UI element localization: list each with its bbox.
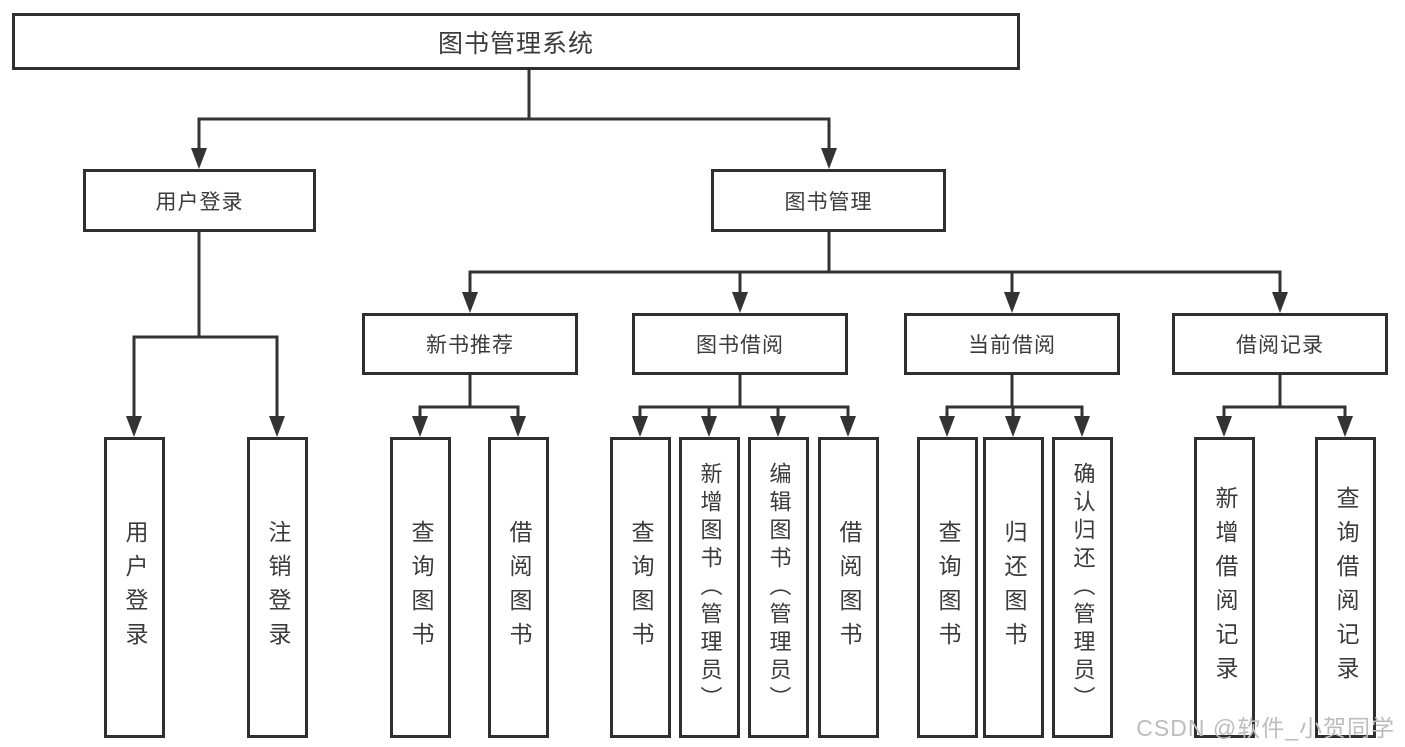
node-label: 注销登录: [265, 519, 291, 656]
node-leaf-borrow-books-1: 借阅图书: [488, 437, 549, 738]
edge-borrow-records-children: [1216, 375, 1353, 437]
node-borrow-records: 借阅记录: [1172, 313, 1388, 375]
arrowhead-down-icon: [126, 416, 142, 437]
node-label: 图书管理系统: [437, 29, 594, 58]
node-leaf-query-borrow-record: 查询借阅记录: [1315, 437, 1376, 738]
node-label: 新增借阅记录: [1212, 485, 1238, 690]
node-label: 新增图书（管理员）: [697, 461, 723, 714]
node-label: 借阅图书: [836, 519, 862, 656]
node-root: 图书管理系统: [12, 13, 1020, 70]
node-label: 查询借阅记录: [1333, 485, 1359, 690]
edge-current-borrow-children: [939, 375, 1090, 437]
node-label: 确认归还（管理员）: [1070, 461, 1096, 714]
node-label: 新书推荐: [426, 334, 514, 357]
arrowhead-down-icon: [510, 416, 526, 437]
node-book-management: 图书管理: [711, 169, 946, 232]
node-user-login: 用户登录: [83, 169, 316, 232]
arrowhead-down-icon: [269, 416, 285, 437]
edge-book-management-children: [462, 232, 1288, 313]
arrowhead-down-icon: [1272, 292, 1288, 313]
node-leaf-borrow-books-2: 借阅图书: [818, 437, 879, 738]
node-label: 查询图书: [408, 519, 434, 656]
arrowhead-down-icon: [191, 148, 207, 169]
node-leaf-edit-book-admin: 编辑图书（管理员）: [748, 437, 809, 738]
arrowhead-down-icon: [412, 416, 428, 437]
arrowhead-down-icon: [1074, 416, 1090, 437]
arrowhead-down-icon: [732, 292, 748, 313]
node-leaf-logout: 注销登录: [247, 437, 308, 738]
node-label: 用户登录: [122, 519, 148, 656]
node-leaf-add-borrow-record: 新增借阅记录: [1194, 437, 1255, 738]
node-leaf-query-books-3: 查询图书: [917, 437, 978, 738]
node-label: 用户登录: [155, 190, 244, 214]
node-label: 归还图书: [1001, 519, 1027, 656]
arrowhead-down-icon: [1216, 416, 1232, 437]
node-label: 查询图书: [935, 519, 961, 656]
arrowhead-down-icon: [462, 292, 478, 313]
node-leaf-query-books-2: 查询图书: [610, 437, 671, 738]
node-label: 图书管理: [784, 190, 873, 214]
node-label: 编辑图书（管理员）: [766, 461, 792, 714]
node-current-borrow: 当前借阅: [904, 313, 1120, 375]
arrowhead-down-icon: [1005, 416, 1021, 437]
node-label: 借阅图书: [506, 519, 532, 656]
node-new-book-recommend: 新书推荐: [362, 313, 578, 375]
arrowhead-down-icon: [770, 416, 786, 437]
node-leaf-return-book: 归还图书: [983, 437, 1044, 738]
edge-new-book-recommend-children: [412, 375, 526, 437]
node-label: 图书借阅: [696, 334, 784, 357]
arrowhead-down-icon: [1004, 292, 1020, 313]
node-leaf-confirm-return-admin: 确认归还（管理员）: [1052, 437, 1113, 738]
csdn-watermark: CSDN @软件_小贺同学: [1136, 715, 1395, 741]
node-leaf-add-book-admin: 新增图书（管理员）: [679, 437, 740, 738]
edge-user-login-children: [126, 232, 285, 437]
node-label: 当前借阅: [968, 334, 1056, 357]
node-label: 查询图书: [628, 519, 654, 656]
arrowhead-down-icon: [840, 416, 856, 437]
arrowhead-down-icon: [632, 416, 648, 437]
node-label: 借阅记录: [1236, 334, 1324, 357]
arrowhead-down-icon: [1337, 416, 1353, 437]
node-book-borrow: 图书借阅: [632, 313, 848, 375]
edge-root-to-level2: [191, 70, 837, 169]
arrowhead-down-icon: [701, 416, 717, 437]
edge-book-borrow-children: [632, 375, 856, 437]
node-leaf-user-login: 用户登录: [104, 437, 165, 738]
node-leaf-query-books-1: 查询图书: [390, 437, 451, 738]
arrowhead-down-icon: [939, 416, 955, 437]
arrowhead-down-icon: [821, 148, 837, 169]
